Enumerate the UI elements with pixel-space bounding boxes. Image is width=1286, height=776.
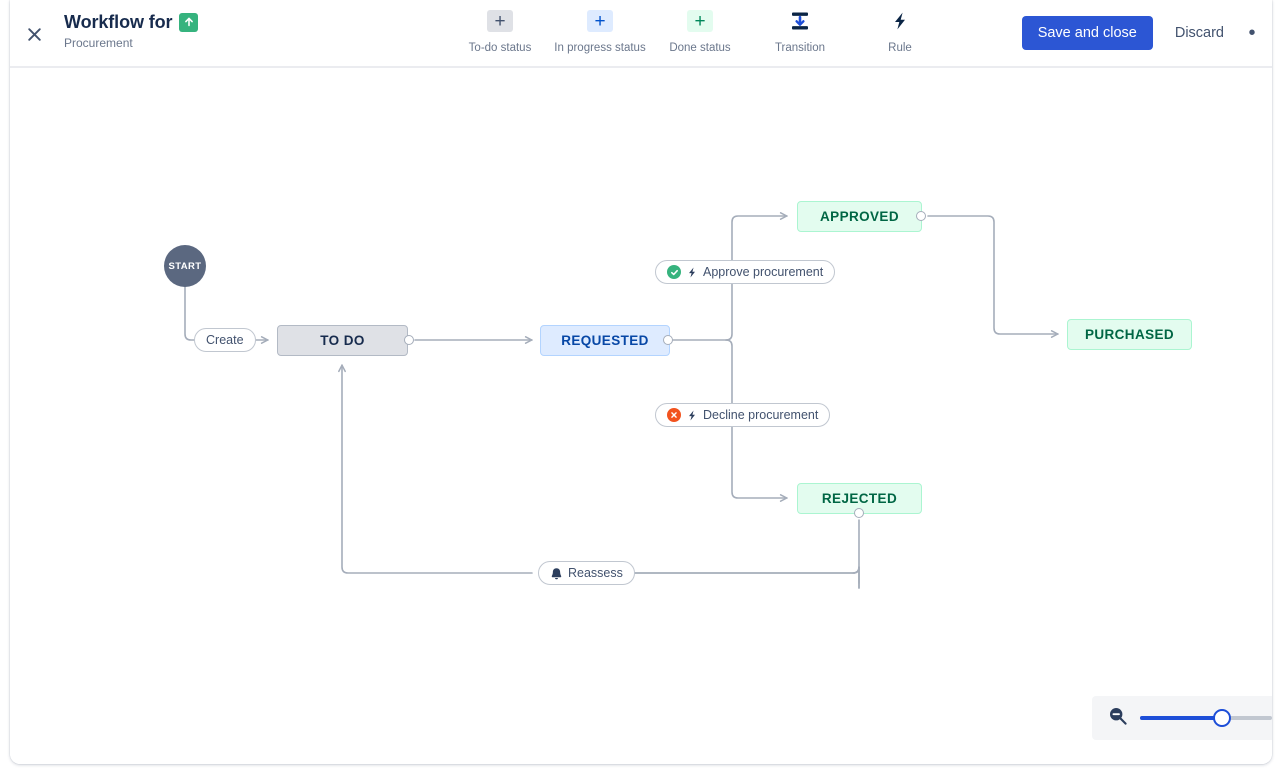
arrow-up-green-icon (179, 12, 199, 32)
edge-requested-to-rejected (725, 339, 788, 502)
page-title-text: Workflow for (64, 12, 173, 32)
status-node-requested[interactable]: REQUESTED (540, 325, 670, 356)
transition-approve-label: Approve procurement (703, 265, 824, 279)
more-options-button[interactable]: • (1248, 22, 1256, 44)
status-node-purchased-label: PURCHASED (1084, 327, 1175, 342)
add-rule-label: Rule (888, 42, 912, 54)
transition-pill-approve[interactable]: Approve procurement (655, 260, 836, 284)
transition-decline-label: Decline procurement (703, 408, 819, 422)
close-icon (27, 27, 42, 42)
connector-dot-todo-out[interactable] (404, 335, 414, 345)
rule-lightning-icon (686, 409, 698, 422)
add-todo-status-label: To-do status (468, 42, 532, 54)
add-transition-button[interactable]: Transition (750, 5, 850, 55)
zoom-slider-thumb[interactable] (1212, 709, 1231, 727)
workflow-editor-card: Workflow for Procurement + To-do status … (10, 0, 1272, 764)
start-node-label: START (168, 260, 202, 272)
header-actions: Save and close Discard • (1021, 16, 1266, 50)
transition-pill-reassess[interactable]: Reassess (538, 561, 635, 585)
condition-flag-icon (550, 567, 563, 580)
edge-requested-to-approved (725, 212, 788, 341)
plus-icon: + (587, 10, 613, 32)
zoom-out-magnifier-icon[interactable] (1108, 706, 1128, 731)
transition-icon (787, 10, 813, 32)
add-todo-status-button[interactable]: + To-do status (450, 5, 550, 55)
project-subtitle: Procurement (64, 36, 133, 50)
editor-toolbar: + To-do status + In progress status + Do… (450, 5, 950, 55)
status-node-purchased[interactable]: PURCHASED (1067, 319, 1192, 350)
workflow-edges (184, 212, 1059, 589)
status-node-approved[interactable]: APPROVED (797, 201, 922, 232)
edge-rejected-bottom-to-reassess (626, 519, 860, 574)
transition-create-label: Create (206, 333, 244, 347)
title-block: Workflow for Procurement (64, 11, 199, 51)
check-circle-icon (667, 265, 681, 279)
plus-icon: + (487, 10, 513, 32)
edge-approved-to-purchased (927, 215, 1059, 338)
zoom-slider-track[interactable] (1140, 709, 1272, 727)
transition-pill-create[interactable]: Create (194, 328, 256, 352)
connector-dot-requested-out[interactable] (663, 335, 673, 345)
edge-start-to-create (184, 286, 197, 341)
status-node-rejected-label: REJECTED (821, 491, 898, 506)
rule-lightning-icon (887, 10, 913, 32)
status-node-todo-label: TO DO (320, 333, 365, 348)
transition-pill-decline[interactable]: Decline procurement (655, 403, 831, 427)
zoom-slider-fill (1140, 716, 1222, 720)
edge-reassess-to-todo (338, 364, 533, 574)
rule-lightning-icon (686, 266, 698, 279)
status-node-requested-label: REQUESTED (561, 333, 649, 348)
zoom-control[interactable] (1092, 696, 1272, 740)
save-and-close-button[interactable]: Save and close (1021, 16, 1153, 50)
add-rule-button[interactable]: Rule (850, 5, 950, 55)
edge-rejected-to-reassess-right (626, 566, 860, 589)
connector-dot-rejected-out[interactable] (854, 508, 864, 518)
cross-circle-icon (667, 408, 681, 422)
add-transition-label: Transition (774, 42, 826, 54)
status-node-approved-label: APPROVED (820, 209, 899, 224)
workflow-canvas[interactable]: START TO DO REQUESTED APPROVED REJECTED … (10, 70, 1272, 764)
start-node[interactable]: START (164, 245, 206, 287)
editor-header: Workflow for Procurement + To-do status … (10, 0, 1272, 68)
add-inprogress-status-button[interactable]: + In progress status (550, 5, 650, 55)
plus-icon: + (687, 10, 713, 32)
connector-dot-approved-out[interactable] (916, 211, 926, 221)
page-title: Workflow for (64, 11, 199, 33)
close-button[interactable] (18, 18, 50, 50)
add-done-status-button[interactable]: + Done status (650, 5, 750, 55)
discard-button[interactable]: Discard (1161, 16, 1238, 50)
transition-reassess-label: Reassess (568, 566, 623, 580)
status-node-todo[interactable]: TO DO (277, 325, 408, 356)
add-done-status-label: Done status (669, 42, 731, 54)
add-inprogress-status-label: In progress status (554, 42, 646, 54)
